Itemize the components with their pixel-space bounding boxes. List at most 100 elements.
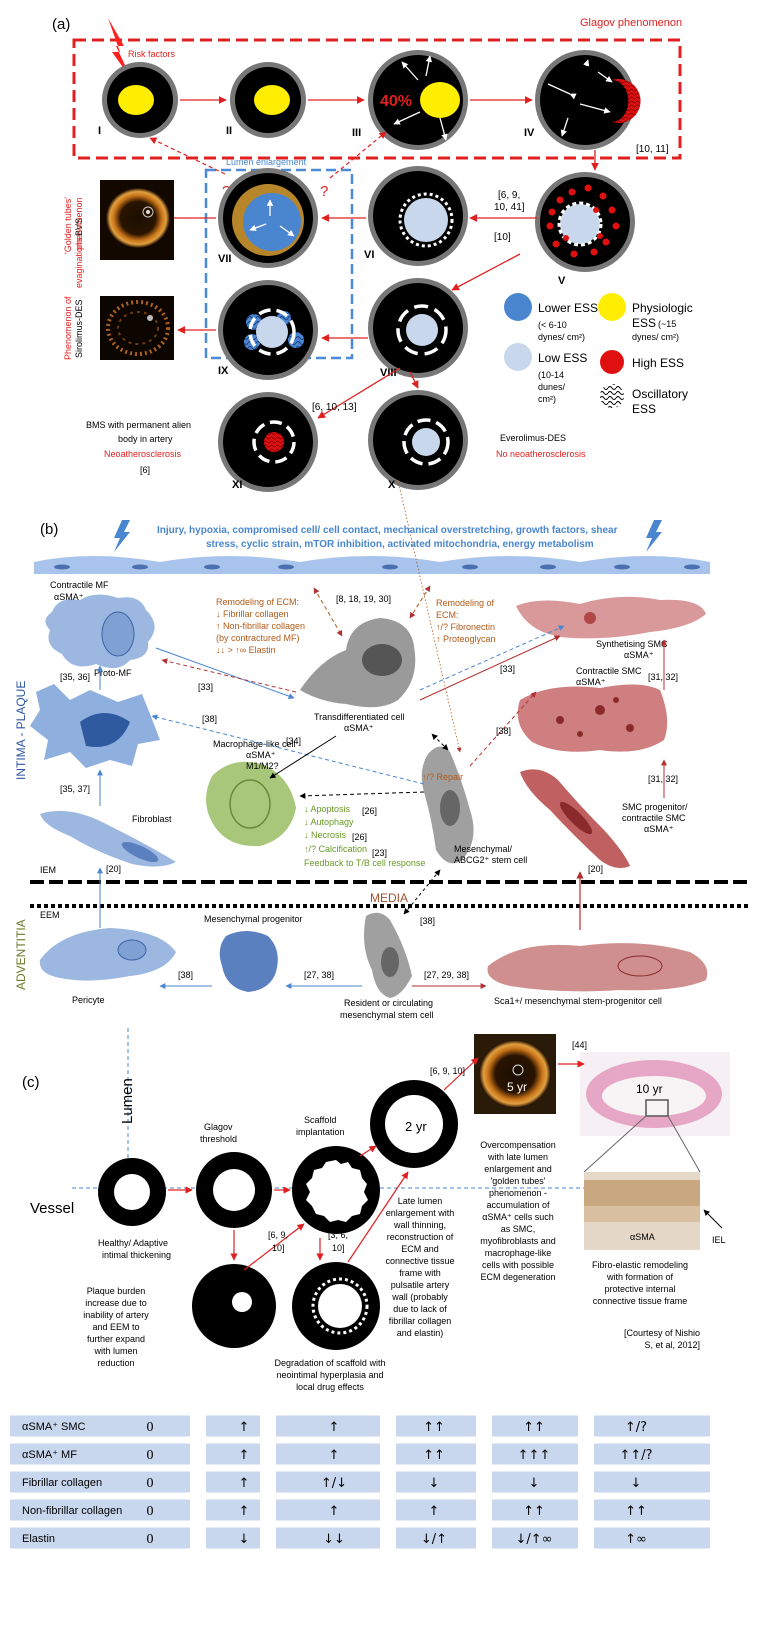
cell-pericyte	[39, 928, 177, 981]
table-band-cell	[276, 1415, 380, 1437]
table-cell-value: ↑	[329, 1448, 340, 1463]
adventitia-label: ADVENTITIA	[14, 919, 28, 990]
legend-phys-2: ESS	[632, 316, 656, 330]
endothelium-label: endothelium	[344, 573, 393, 583]
ref-27-38: [27, 38]	[304, 970, 334, 980]
ref-10-11: [10, 11]	[636, 144, 669, 155]
yr5-label: 5 yr	[507, 1080, 527, 1094]
roman-11: XI	[232, 479, 242, 491]
table-band-cell	[206, 1499, 260, 1521]
ref-38b: [38]	[496, 726, 511, 736]
asma-label: αSMA	[630, 1232, 655, 1242]
table-cell-value: ↑	[239, 1420, 250, 1435]
fibro-line-2: with formation of	[606, 1272, 674, 1282]
ref-20a: [20]	[106, 864, 121, 874]
vessel-c-plaque	[192, 1264, 276, 1348]
table-band-cell	[492, 1499, 578, 1521]
table-cell-value: ↑	[239, 1476, 250, 1491]
repair-label: ↑/? Repair	[422, 772, 463, 782]
cell-fibroblast	[40, 810, 176, 867]
table-row-label: Elastin	[22, 1533, 55, 1545]
scaffold-implant-2: implantation	[296, 1127, 345, 1137]
cell-transdifferentiated	[300, 618, 416, 708]
evaginations-label-2: evaginations	[74, 237, 84, 288]
table-cell-value: ↓	[239, 1532, 250, 1547]
roman-8: VIII	[380, 367, 397, 379]
vessel-stage-10	[368, 390, 468, 490]
lightning-icon	[108, 18, 132, 80]
legend-phys-3: (~15	[658, 319, 676, 329]
mesen-label-2: ABCG2⁺ stem cell	[454, 855, 527, 865]
over-line-4: 'golden tubes'	[491, 1176, 546, 1186]
table-cell-value: ↑	[329, 1420, 340, 1435]
table-band-cell	[10, 1527, 190, 1549]
trans-label-1: Transdifferentiated cell	[314, 712, 405, 722]
table-band-cell	[206, 1527, 260, 1549]
cell-macrophage	[206, 761, 296, 847]
arrow-v-viii	[451, 253, 521, 291]
table-row-label: Non-fibrillar collagen	[22, 1505, 122, 1517]
table-cell-value: 0	[147, 1532, 154, 1547]
cell-contractile-smc	[517, 684, 668, 752]
table-cell-value: ↓/↑∞	[516, 1532, 553, 1547]
contr-smc-label-2: αSMA⁺	[576, 677, 606, 687]
vessel-stage-11	[218, 392, 318, 492]
over-line-11: cells with possible	[482, 1260, 554, 1270]
over-line-1: Overcompensation	[480, 1140, 556, 1150]
vessel-c-2yr	[370, 1080, 458, 1168]
table-cell-value: 0	[147, 1504, 154, 1519]
cell-contractile-mf	[45, 594, 155, 669]
ecm-right-2: ECM:	[436, 610, 459, 620]
vessel-c-healthy	[98, 1158, 166, 1226]
histology-10yr	[580, 1052, 730, 1136]
plaque-line-3: inability of artery	[83, 1310, 149, 1320]
table-cell-value: ↑↑↑	[518, 1448, 551, 1463]
evaginations-label-1: Phenomenon of	[63, 296, 73, 360]
table-band-cell	[396, 1471, 476, 1493]
table-band-cell	[206, 1415, 260, 1437]
ref-33b: [33]	[500, 664, 515, 674]
zoom-line-right	[667, 1115, 701, 1173]
fibro-line-1: Fibro-elastic remodeling	[592, 1260, 688, 1270]
late-line-3: wall thinning,	[393, 1220, 446, 1230]
endothelium-layer	[34, 556, 710, 574]
eem-label: EEM	[40, 910, 60, 920]
legend-phys-1: Physiologic	[632, 301, 693, 315]
table-band-cell	[276, 1499, 380, 1521]
sirolimus-label: Sirolimus-DES	[74, 299, 84, 358]
panel-b-arrows	[97, 479, 667, 989]
table-band-cell	[276, 1527, 380, 1549]
table-cell-value: ↑↑	[523, 1504, 545, 1519]
golden-tubes-label-1: 'Golden tubes'	[63, 197, 73, 254]
vessel-c-scaffold	[292, 1146, 380, 1234]
trans-label-2: αSMA⁺	[344, 723, 374, 733]
plaque-line-6: with lumen	[93, 1346, 137, 1356]
legend-lower-1: Lower ESS	[538, 301, 598, 315]
over-line-9: myofibroblasts and	[480, 1236, 556, 1246]
table-cell-value: 0	[147, 1420, 154, 1435]
vessel-stage-1	[102, 62, 178, 138]
table-band-cell	[492, 1415, 578, 1437]
ecm-left-2: ↓ Fibrillar collagen	[216, 609, 289, 619]
degr-line-2: neointimal hyperplasia and	[276, 1370, 383, 1380]
macro-label-3: M1/M2?	[246, 761, 279, 771]
late-line-12: and elastin)	[397, 1328, 444, 1338]
degradation-text: Degradation of scaffold with neointimal …	[275, 1358, 386, 1392]
ref-38a: [38]	[202, 714, 217, 724]
ref-27-29-38: [27, 29, 38]	[424, 970, 469, 980]
lightning-icon-left	[114, 520, 130, 552]
panel-c-arrows	[168, 1057, 585, 1271]
legend-oscillatory-swatch	[600, 384, 624, 408]
glagov-phenomenon-label: Glagov phenomenon	[580, 17, 682, 29]
roman-10: X	[388, 479, 396, 491]
table-cell-value: ↓	[529, 1476, 540, 1491]
legend-lower-2: (< 6-10	[538, 320, 567, 330]
late-line-8: pulsatile artery	[391, 1280, 450, 1290]
table-cell-value: ↑↑	[423, 1448, 445, 1463]
question-mark-2: ?	[320, 183, 328, 200]
ref-10: [10]	[494, 232, 511, 243]
healthy-label-1: Healthy/ Adaptive	[98, 1238, 168, 1248]
panel-a-label: (a)	[52, 16, 70, 33]
pericyte-label: Pericyte	[72, 995, 105, 1005]
table-row-label: αSMA⁺ MF	[22, 1449, 77, 1461]
